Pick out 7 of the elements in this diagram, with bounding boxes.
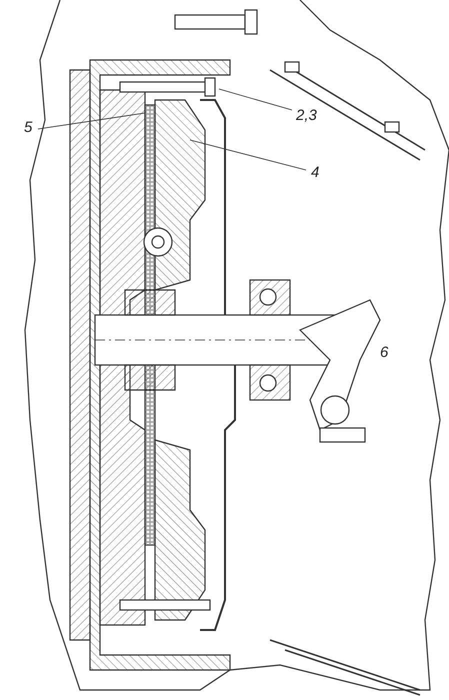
leader-line <box>190 140 306 170</box>
callout-number: 5 <box>24 120 32 136</box>
callout-number: 4 <box>311 165 320 181</box>
leader-line <box>218 88 292 110</box>
callout-number: 2,3 <box>296 108 317 124</box>
leader-line <box>38 112 146 130</box>
callout-number: 6 <box>380 345 388 361</box>
